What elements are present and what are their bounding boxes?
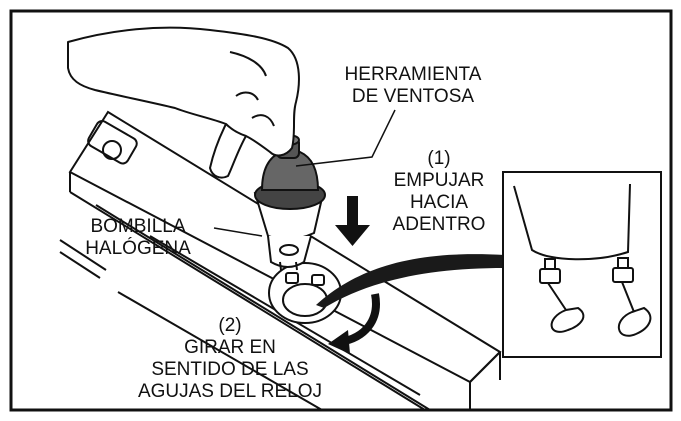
label-push-in-step: (1)	[427, 148, 451, 169]
bulb-socket-hole	[268, 262, 342, 324]
bulb-pins-detail-icon	[502, 171, 662, 358]
label-suction-tool-line-2: DE VENTOSA	[351, 86, 475, 107]
label-suction-tool-line-1: HERRAMIENTA	[344, 64, 482, 85]
label-turn-clockwise-line-1: GIRAR EN	[184, 337, 276, 358]
hand-icon	[67, 26, 300, 179]
label-push-in-line-1: EMPUJAR	[393, 170, 485, 191]
detail-callout-band	[316, 254, 505, 308]
label-turn-clockwise-step: (2)	[218, 315, 242, 336]
push-arrow-icon	[335, 196, 370, 246]
leader-lines	[213, 109, 396, 237]
label-push-in: (1) EMPUJAR HACIA ADENTRO	[374, 148, 504, 236]
label-turn-clockwise: (2) GIRAR EN SENTIDO DE LAS AGUJAS DEL R…	[135, 315, 325, 403]
label-turn-clockwise-line-3: AGUJAS DEL RELOJ	[137, 381, 323, 402]
label-push-in-line-2: HACIA	[409, 192, 469, 213]
label-halogen-bulb-line-1: BOMBILLA	[90, 216, 186, 237]
label-halogen-bulb-line-2: HALÓGENA	[85, 238, 191, 259]
rotate-arrow-icon	[328, 293, 380, 354]
diagram-frame	[9, 9, 673, 412]
label-turn-clockwise-line-2: SENTIDO DE LAS	[151, 359, 309, 380]
label-halogen-bulb: BOMBILLA HALÓGENA	[58, 216, 218, 260]
label-suction-tool: HERRAMIENTA DE VENTOSA	[318, 64, 508, 108]
label-push-in-line-3: ADENTRO	[392, 214, 486, 235]
